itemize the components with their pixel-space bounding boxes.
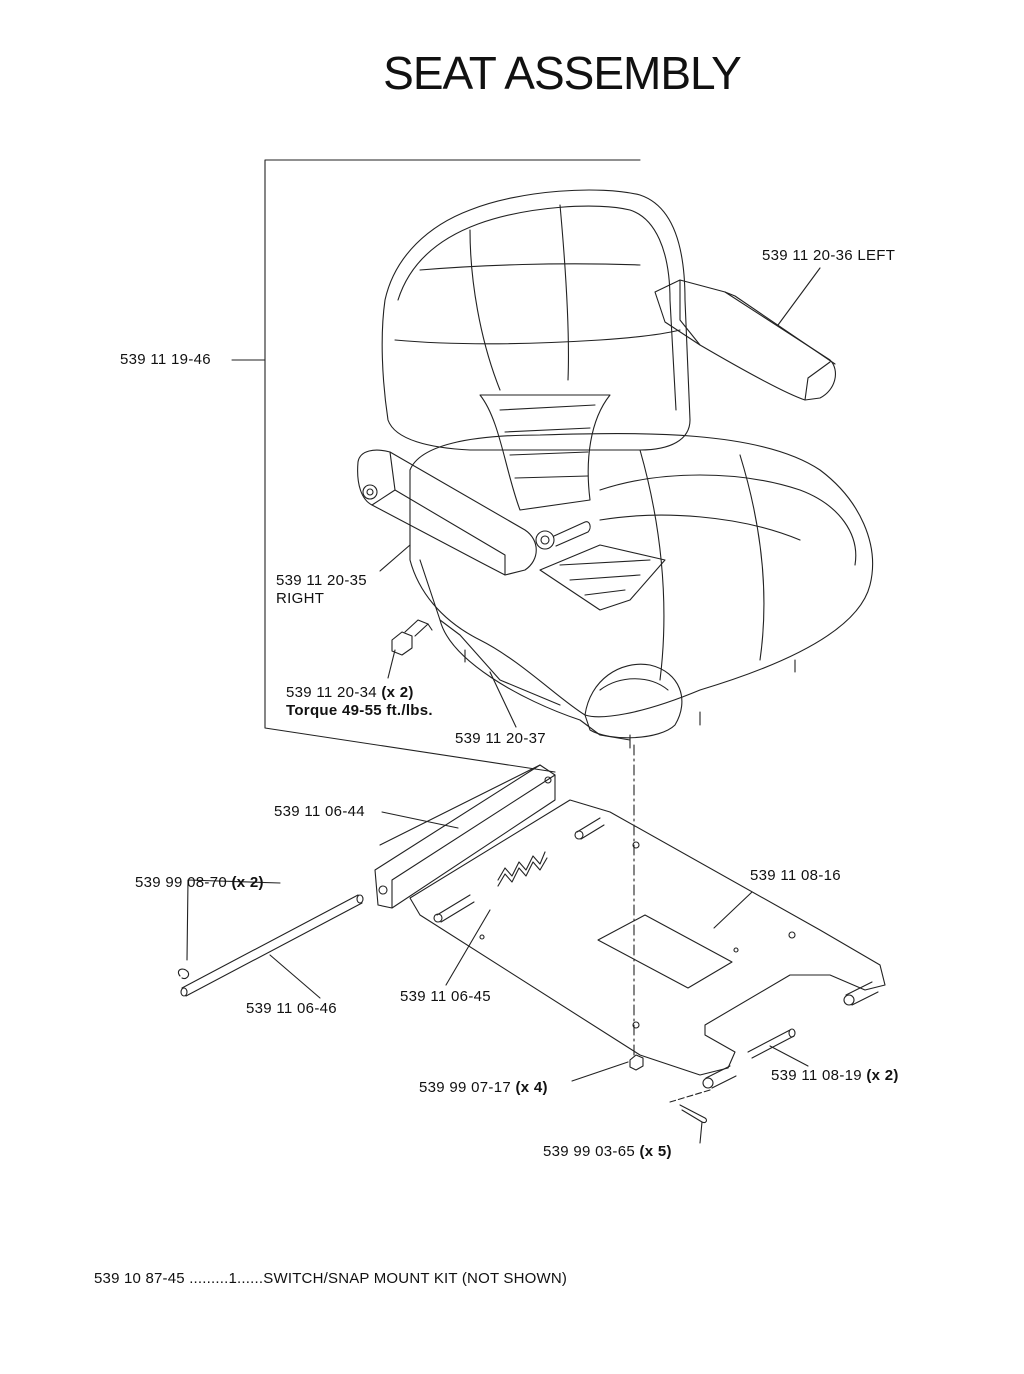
footer-leader-2: ...... [237,1270,264,1287]
callout-pin: 539 11 08-19 (x 2) [771,1067,899,1084]
rod-illustration [180,894,364,997]
clip-illustration [177,968,190,980]
callout-bolt: 539 11 20-34 (x 2)Torque 49-55 ft./lbs. [286,684,433,719]
footer-parts-note: 539 10 87-45 .........1......SWITCH/SNAP… [94,1270,567,1287]
callout-plate: 539 11 08-16 [750,867,841,884]
base-plate-illustration [409,799,886,1076]
assembly-centerline-2 [669,1089,711,1103]
bolt-illustration [391,619,433,656]
armrest-right-illustration [357,449,537,576]
callout-rod: 539 11 06-46 [246,1000,337,1017]
footer-description: SWITCH/SNAP MOUNT KIT (NOT SHOWN) [263,1270,568,1287]
callout-nut: 539 99 07-17 (x 4) [419,1079,548,1096]
callout-seat-assembly: 539 11 19-46 [120,351,211,368]
callout-spring: 539 11 06-45 [400,988,491,1005]
footer-leader: ......... [189,1270,229,1287]
spring-illustration [433,817,605,923]
callout-slide-rail: 539 11 06-44 [274,803,365,820]
callout-cotter: 539 99 03-65 (x 5) [543,1143,672,1160]
assembly-bracket [231,159,641,773]
seat-illustration [381,189,874,749]
footer-part-number: 539 10 87-45 [94,1270,185,1287]
slide-rail-illustration [374,764,556,909]
footer-qty: 1 [228,1270,238,1287]
callout-seat-pan: 539 11 20-37 [455,730,546,747]
callout-armrest-left: 539 11 20-36 LEFT [762,247,896,264]
page-title: SEAT ASSEMBLY [383,47,742,99]
leader-lines [186,267,821,1144]
cotter-pin-illustration [679,1104,707,1124]
nut-illustration [629,1054,644,1071]
armrest-left-illustration [654,279,836,401]
callout-clip: 539 99 08-70 (x 2) [135,874,264,891]
